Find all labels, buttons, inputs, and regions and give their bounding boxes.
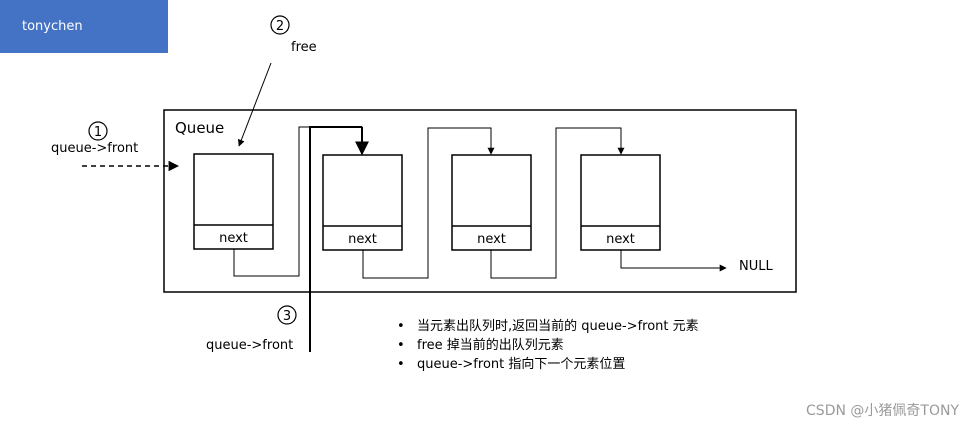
step-2-marker: 2 bbox=[270, 15, 290, 35]
free-arrow bbox=[238, 62, 272, 147]
notes-list: 当元素出队列时,返回当前的 queue->front 元素 free 掉当前的出… bbox=[393, 317, 699, 374]
note-item: queue->front 指向下一个元素位置 bbox=[393, 355, 699, 374]
node-1-next-label: next bbox=[219, 231, 248, 246]
node-3-next-label: next bbox=[477, 232, 506, 247]
svg-text:3: 3 bbox=[283, 309, 291, 324]
queue-label: Queue bbox=[175, 119, 224, 137]
node-4-next-label: next bbox=[606, 232, 635, 247]
step-1-marker: 1 bbox=[88, 121, 108, 141]
step-1-label: queue->front bbox=[51, 141, 138, 156]
link-node3-to-node4 bbox=[490, 127, 625, 279]
queue-node-3: next bbox=[451, 154, 532, 251]
note-item: 当元素出队列时,返回当前的 queue->front 元素 bbox=[393, 317, 699, 336]
author-badge: tonychen bbox=[0, 0, 168, 53]
svg-text:2: 2 bbox=[276, 19, 284, 34]
queue-container bbox=[163, 109, 797, 293]
svg-text:1: 1 bbox=[94, 125, 102, 140]
author-name: tonychen bbox=[22, 19, 83, 34]
node-2-next-label: next bbox=[348, 232, 377, 247]
link-node4-to-null bbox=[620, 250, 727, 272]
watermark: CSDN @小猪佩奇TONY bbox=[806, 403, 959, 419]
step-3-label: queue->front bbox=[206, 338, 293, 353]
queue-node-2: next bbox=[322, 154, 403, 251]
step-3-marker: 3 bbox=[277, 305, 297, 325]
null-label: NULL bbox=[739, 259, 773, 274]
queue-node-4: next bbox=[580, 154, 661, 251]
note-item: free 掉当前的出队列元素 bbox=[393, 336, 699, 355]
step-2-label: free bbox=[291, 40, 317, 55]
new-front-pointer bbox=[309, 126, 362, 352]
queue-node-1: next bbox=[193, 153, 274, 250]
link-node2-to-node3 bbox=[362, 127, 495, 279]
